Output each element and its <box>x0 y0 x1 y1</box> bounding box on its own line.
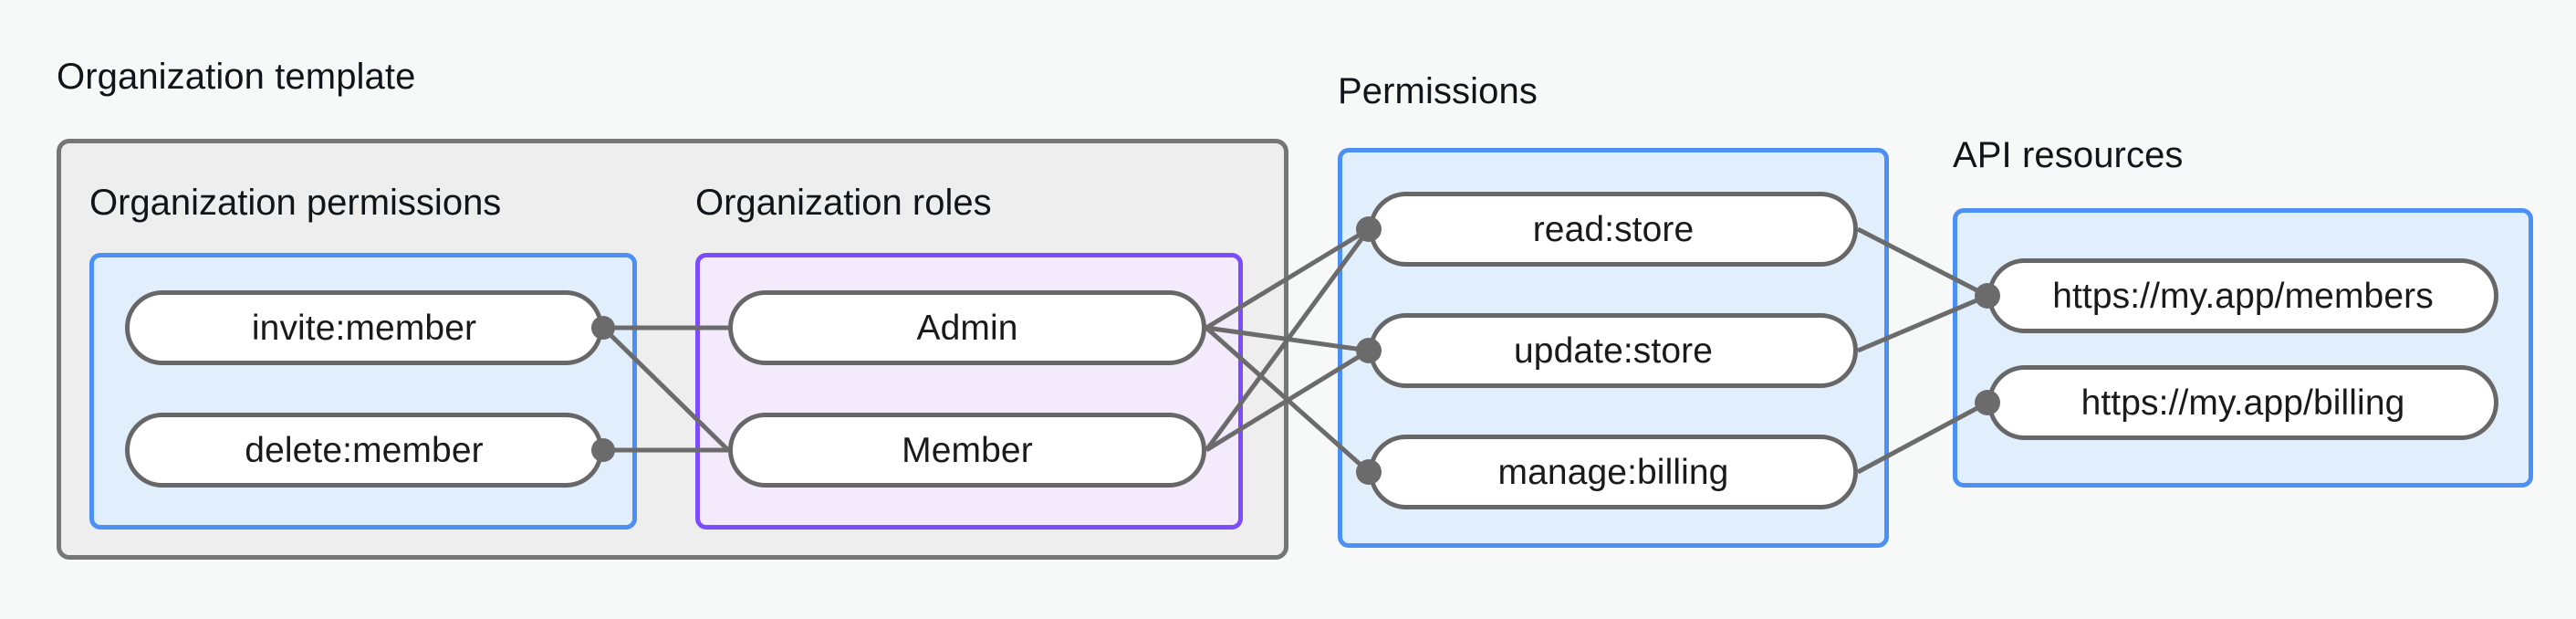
node-billing-url[interactable]: https://my.app/billing <box>1987 365 2498 440</box>
organization-roles-label: Organization roles <box>695 183 992 223</box>
node-read-store[interactable]: read:store <box>1369 192 1858 267</box>
node-delete-member[interactable]: delete:member <box>125 413 603 488</box>
node-manage-billing[interactable]: manage:billing <box>1369 435 1858 509</box>
node-update-store[interactable]: update:store <box>1369 313 1858 388</box>
organization-template-label: Organization template <box>57 57 416 97</box>
node-invite-member[interactable]: invite:member <box>125 290 603 365</box>
node-member[interactable]: Member <box>728 413 1206 488</box>
api-resources-box <box>1953 208 2533 488</box>
node-admin[interactable]: Admin <box>728 290 1206 365</box>
api-resources-label: API resources <box>1953 135 2184 175</box>
node-members-url[interactable]: https://my.app/members <box>1987 258 2498 333</box>
permissions-label: Permissions <box>1338 71 1538 111</box>
organization-permissions-label: Organization permissions <box>89 183 502 223</box>
